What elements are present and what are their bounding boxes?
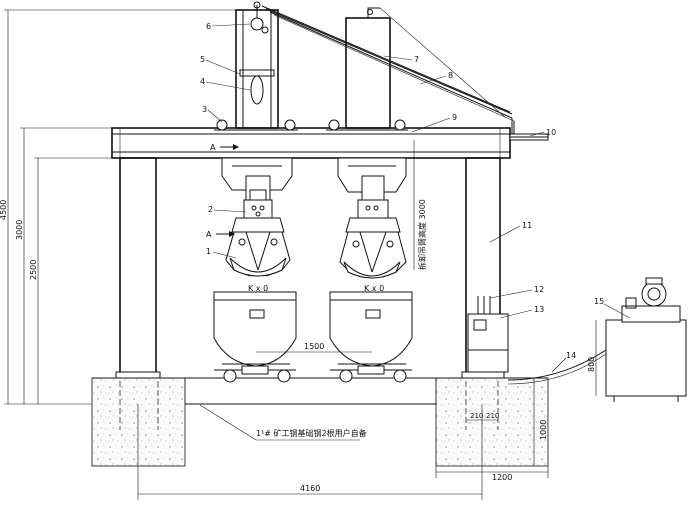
- control-cabinet: [467, 296, 509, 373]
- foundation-left: [91, 377, 186, 467]
- dim-frame-height-label: 3000: [15, 220, 24, 240]
- grab-right: [337, 157, 407, 279]
- main-beam: [111, 127, 549, 159]
- dim-foundation-depth-label: 1000: [539, 420, 548, 440]
- grab-left: [221, 157, 293, 277]
- dim-column-height: 2500: [29, 157, 120, 404]
- part-number-2: 2: [208, 205, 213, 214]
- dim-total-height: 4500: [0, 9, 236, 405]
- cables: [261, 5, 515, 134]
- callout-5: 5: [200, 55, 241, 75]
- part-number-7: 7: [414, 55, 419, 64]
- part-number-14: 14: [566, 351, 576, 360]
- callout-2: 2: [208, 205, 247, 214]
- car-label-right: K x 0: [364, 284, 384, 293]
- part-number-12: 12: [534, 285, 544, 294]
- part-number-11: 11: [522, 221, 532, 230]
- dim-frame-height: 3000: [15, 127, 112, 404]
- dim-reach: 拆卸吊臂高度 3000: [413, 140, 427, 270]
- dim-track-gauge: 1500: [256, 342, 372, 353]
- callout-6: 6: [206, 22, 251, 31]
- dim-anchors: 210 210: [466, 412, 499, 421]
- dim-total-height-label: 4500: [0, 200, 8, 220]
- dim-foundation-width-label: 1200: [492, 473, 512, 482]
- mine-car-right: [329, 291, 413, 383]
- mast: [235, 1, 279, 129]
- dim-column-height-label: 2500: [29, 260, 38, 280]
- part-number-9: 9: [452, 113, 457, 122]
- callout-4: 4: [200, 77, 251, 91]
- view-label-top: A: [210, 143, 216, 152]
- dim-anchor-b-label: 210: [486, 412, 499, 420]
- part-number-3: 3: [202, 105, 207, 114]
- part-number-13: 13: [534, 305, 544, 314]
- part-number-6: 6: [206, 22, 211, 31]
- callout-9: 9: [411, 113, 457, 133]
- view-label-mid: A: [206, 230, 212, 239]
- dim-pump-height: 800: [587, 320, 597, 396]
- callout-8: 8: [419, 71, 453, 85]
- part-number-5: 5: [200, 55, 205, 64]
- part-number-15: 15: [594, 297, 604, 306]
- dim-base-span: 4160: [137, 404, 483, 500]
- view-arrow-top: A: [210, 143, 239, 152]
- foundation-note-text: 1¹# 矿工钢基础钢2根用户自备: [256, 428, 367, 438]
- dim-foundation-width: 1200: [435, 466, 549, 482]
- view-arrow-mid: A: [206, 230, 235, 239]
- trolley-wheels: [214, 119, 408, 131]
- callout-3: 3: [202, 105, 223, 123]
- callout-15: 15: [594, 297, 631, 319]
- callout-12: 12: [489, 285, 544, 299]
- pump-station: [605, 277, 687, 402]
- anchor-bolts: [119, 372, 499, 430]
- callout-11: 11: [489, 221, 532, 243]
- callout-13: 13: [499, 305, 544, 319]
- tower: [345, 7, 391, 129]
- mine-car-left: [213, 291, 297, 383]
- foundation-right: [435, 377, 549, 467]
- dim-track-gauge-label: 1500: [304, 342, 324, 351]
- car-label-left: K x 0: [248, 284, 268, 293]
- callout-10: 10: [529, 128, 556, 137]
- part-number-4: 4: [200, 77, 205, 86]
- column-left: [115, 157, 161, 379]
- part-number-1: 1: [206, 247, 211, 256]
- reach-label: 拆卸吊臂高度 3000: [417, 199, 427, 270]
- callout-7: 7: [383, 55, 419, 64]
- callout-14: 14: [551, 351, 576, 373]
- dim-anchor-a-label: 210: [470, 412, 483, 420]
- callout-1: 1: [206, 247, 237, 259]
- dim-pump-height-label: 800: [587, 357, 596, 372]
- dim-foundation-depth: 1000: [533, 378, 548, 466]
- part-number-10: 10: [546, 128, 556, 137]
- dim-base-span-label: 4160: [300, 484, 320, 493]
- foundation-note: 1¹# 矿工钢基础钢2根用户自备: [199, 404, 367, 441]
- part-number-8: 8: [448, 71, 453, 80]
